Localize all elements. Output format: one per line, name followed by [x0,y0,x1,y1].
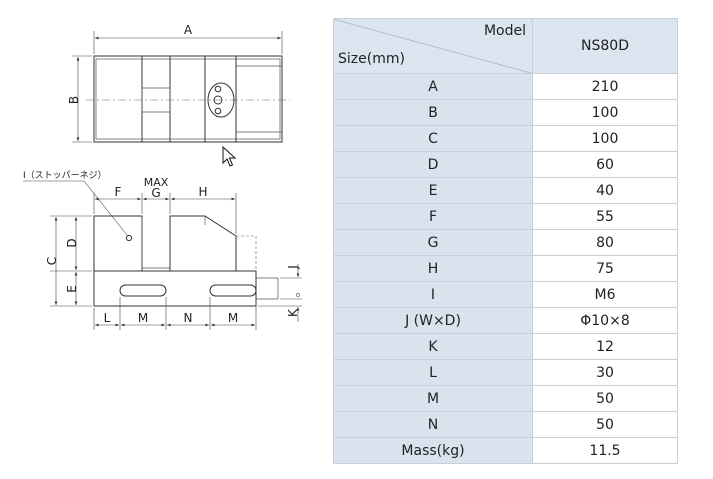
row-value: 55 [532,203,678,230]
model-name-cell: NS80D [532,18,678,74]
dim-c-label: C [45,257,59,265]
row-label: G [333,229,533,256]
mouse-cursor-icon [222,145,237,167]
row-value: 210 [532,73,678,100]
table-row: J (W×D)Φ10×8 [333,307,678,334]
row-label: D [333,151,533,178]
vise-technical-drawing: A B I（ストッパーネジ） [23,23,302,330]
dim-g-label: G [151,186,160,200]
dim-m1-label: M [138,311,148,325]
dim-a-label: A [184,23,193,37]
stopper-screw-note: I（ストッパーネジ） [23,170,107,181]
row-label: B [333,99,533,126]
size-header-label: Size(mm) [338,51,405,67]
row-label: K [333,333,533,360]
row-value: 100 [532,125,678,152]
row-value: 40 [532,177,678,204]
top-view: A B [67,23,290,143]
row-value: 50 [532,411,678,438]
row-label: A [333,73,533,100]
model-header-label: Model [483,23,526,39]
row-value: 12 [532,333,678,360]
dim-b-label: B [67,96,81,104]
row-value: 60 [532,151,678,178]
row-label: J (W×D) [333,307,533,334]
row-label: M [333,385,533,412]
dim-d-label: D [65,238,79,247]
dim-e-label: E [65,285,79,293]
row-value: 80 [532,229,678,256]
row-value: 30 [532,359,678,386]
dim-l-label: L [104,311,111,325]
dim-j-label: J [286,265,300,270]
row-value: Φ10×8 [532,307,678,334]
row-value: 11.5 [532,437,678,464]
row-label: Mass(kg) [333,437,533,464]
row-value: 50 [532,385,678,412]
corner-header-cell: Model Size(mm) [333,18,533,74]
row-label: H [333,255,533,282]
dim-f-label: F [115,185,122,199]
row-label: C [333,125,533,152]
row-label: I [333,281,533,308]
dim-k-label: K [286,308,300,317]
dim-m2-label: M [228,311,238,325]
row-label: E [333,177,533,204]
row-value: M6 [532,281,678,308]
row-label: L [333,359,533,386]
side-view: I（ストッパーネジ） F MAX G H C D E J K [23,170,302,330]
row-label: F [333,203,533,230]
dim-n-label: N [184,311,193,325]
table-row: Mass(kg)11.5 [333,437,678,464]
row-value: 75 [532,255,678,282]
dim-max-label: MAX [144,176,169,189]
spec-table-header: Model Size(mm) NS80D [333,18,678,74]
row-value: 100 [532,99,678,126]
dim-h-label: H [198,185,207,199]
row-label: N [333,411,533,438]
